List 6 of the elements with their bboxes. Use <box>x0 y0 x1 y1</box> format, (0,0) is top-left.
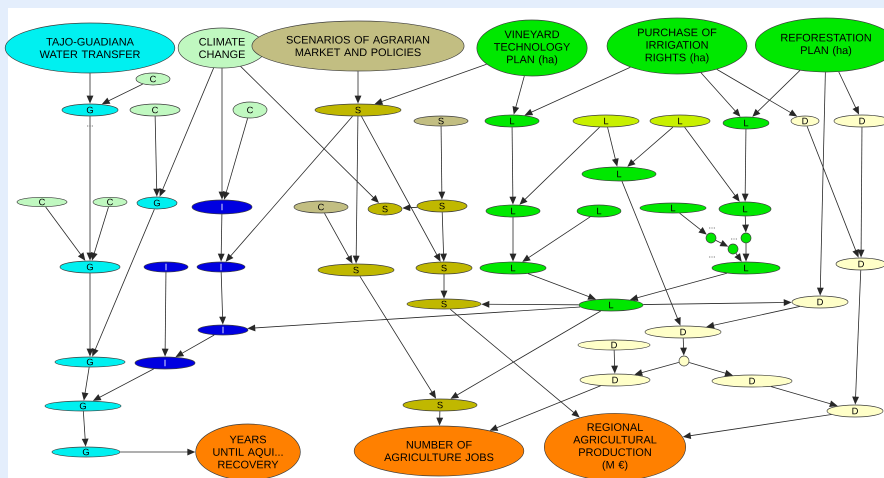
ellipsis-label: ... <box>709 256 715 258</box>
junction-circle <box>740 232 752 244</box>
junction-circle <box>706 232 716 244</box>
junction-circle <box>728 244 738 254</box>
ellipsis-label: ... <box>731 238 737 240</box>
junction-circle <box>678 356 690 366</box>
